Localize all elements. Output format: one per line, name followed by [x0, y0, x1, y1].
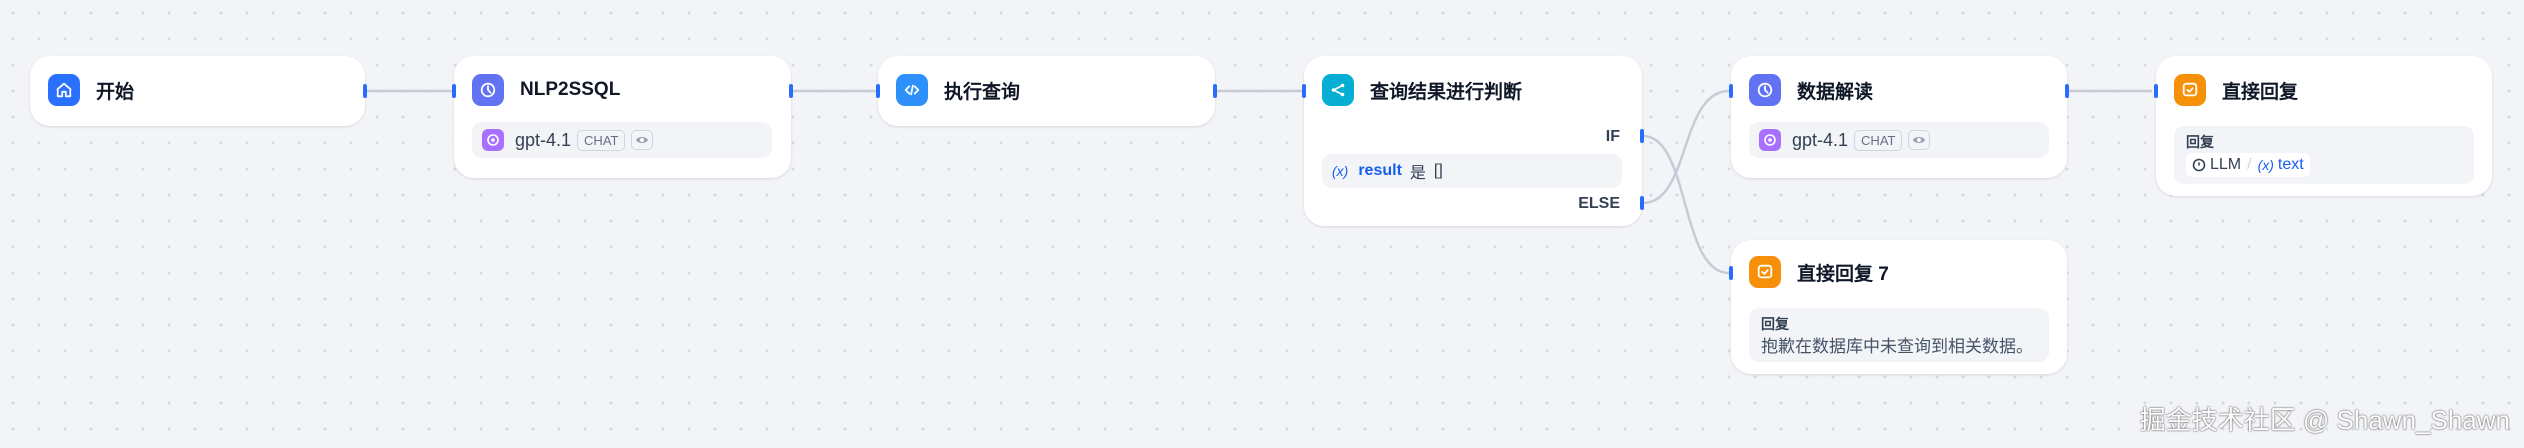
- condition-value: []: [1433, 162, 1443, 179]
- node-header: 数据解读: [1749, 74, 1873, 106]
- code-icon: [896, 74, 928, 106]
- openai-logo-icon: [482, 129, 504, 151]
- answer-box[interactable]: 回复 LLM / (x) text: [2174, 126, 2474, 184]
- target-handle[interactable]: [452, 84, 456, 98]
- brain-icon: [472, 74, 504, 106]
- answer-text: 抱歉在数据库中未查询到相关数据。: [1761, 337, 2033, 356]
- node-data-interpret[interactable]: 数据解读 gpt-4.1 CHAT: [1729, 56, 2069, 178]
- answer-icon: [2174, 74, 2206, 106]
- condition-variable: result: [1358, 162, 1402, 179]
- else-label: ELSE: [1578, 195, 1620, 212]
- source-handle[interactable]: [789, 84, 793, 98]
- variable-icon: (x): [1332, 163, 1349, 179]
- node-header: 执行查询: [896, 74, 1020, 106]
- ref-node-name: LLM: [2210, 156, 2242, 173]
- node-execute-query[interactable]: 执行查询: [876, 56, 1217, 126]
- node-title: 直接回复 7: [1797, 263, 1889, 285]
- brain-icon: [1749, 74, 1781, 106]
- source-handle[interactable]: [363, 84, 367, 98]
- source-handle[interactable]: [1213, 84, 1217, 98]
- target-handle[interactable]: [1729, 266, 1733, 280]
- target-handle[interactable]: [876, 84, 880, 98]
- if-source-handle[interactable]: [1640, 129, 1644, 143]
- node-header: 开始: [48, 74, 134, 106]
- if-label: IF: [1605, 128, 1620, 145]
- model-selector[interactable]: gpt-4.1 CHAT: [1749, 122, 2049, 158]
- openai-logo-icon: [1759, 129, 1781, 151]
- node-header: 直接回复 7: [1749, 256, 1889, 288]
- answer-label: 回复: [2186, 134, 2214, 150]
- model-selector[interactable]: gpt-4.1 CHAT: [472, 122, 772, 158]
- vision-icon: [1908, 130, 1931, 150]
- node-header: 查询结果进行判断: [1322, 74, 1522, 106]
- edge-if-answer7: [1642, 134, 1730, 275]
- node-title: NLP2SSQL: [520, 79, 621, 100]
- home-icon: [48, 74, 80, 106]
- node-start[interactable]: 开始: [30, 56, 367, 126]
- watermark: 掘金技术社区 @ Shawn_Shawn: [2139, 405, 2510, 435]
- answer-box[interactable]: 回复 抱歉在数据库中未查询到相关数据。: [1749, 308, 2049, 362]
- node-if-else[interactable]: 查询结果进行判断 IF (x) result 是 [] ELSE: [1302, 56, 1644, 226]
- ref-var-name: text: [2277, 156, 2304, 173]
- condition-row[interactable]: (x) result 是 []: [1322, 154, 1622, 188]
- node-nlp2sql[interactable]: NLP2SSQL gpt-4.1 CHAT: [452, 56, 793, 178]
- target-handle[interactable]: [2154, 84, 2158, 98]
- node-title: 数据解读: [1797, 81, 1874, 103]
- edge-else-interpret: [1642, 89, 1730, 205]
- model-name: gpt-4.1: [1792, 129, 1849, 150]
- node-title: 查询结果进行判断: [1370, 81, 1523, 103]
- node-direct-answer[interactable]: 直接回复 回复 LLM / (x) text: [2154, 56, 2492, 196]
- answer-label: 回复: [1761, 316, 1789, 332]
- target-handle[interactable]: [1729, 84, 1733, 98]
- node-title: 直接回复: [2222, 81, 2299, 103]
- branch-icon: [1322, 74, 1354, 106]
- condition-operator: 是: [1409, 165, 1426, 182]
- node-title: 执行查询: [944, 81, 1021, 103]
- mode-tag: CHAT: [577, 129, 626, 151]
- answer-icon: [1749, 256, 1781, 288]
- node-header: NLP2SSQL: [472, 74, 620, 106]
- llm-ref-icon: [2192, 158, 2206, 172]
- vision-icon: [631, 130, 654, 150]
- ref-separator: /: [2247, 156, 2252, 173]
- node-title: 开始: [96, 81, 135, 103]
- ref-var-icon: (x): [2257, 157, 2274, 173]
- node-direct-answer-7[interactable]: 直接回复 7 回复 抱歉在数据库中未查询到相关数据。: [1729, 240, 2067, 374]
- source-handle[interactable]: [2065, 84, 2069, 98]
- target-handle[interactable]: [1302, 84, 1306, 98]
- model-name: gpt-4.1: [515, 129, 572, 150]
- node-header: 直接回复: [2174, 74, 2298, 106]
- mode-tag: CHAT: [1854, 129, 1903, 151]
- else-source-handle[interactable]: [1640, 196, 1644, 210]
- variable-reference: LLM / (x) text: [2186, 153, 2310, 177]
